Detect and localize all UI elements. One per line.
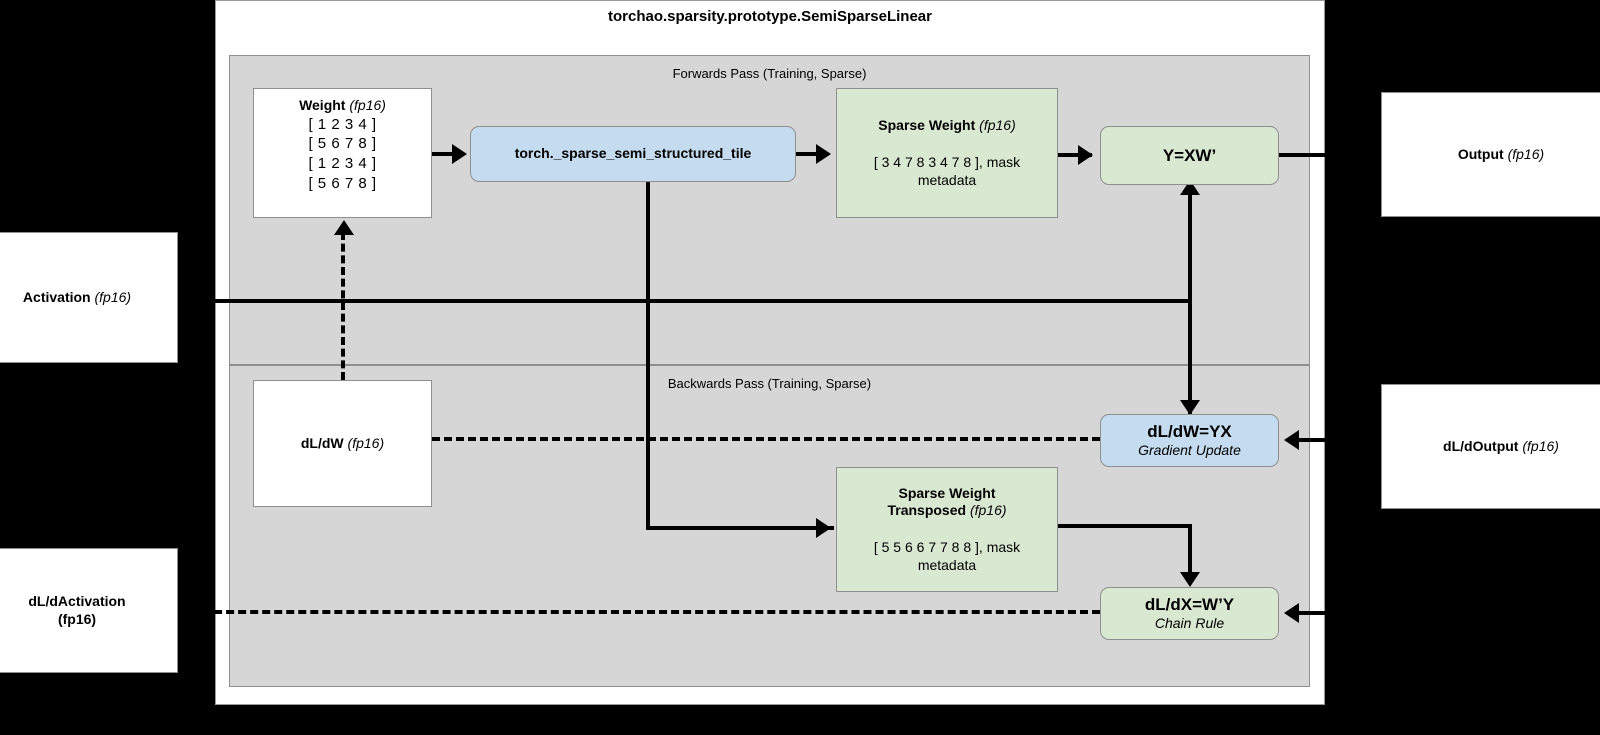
connector-y-to-gradient-update <box>1188 190 1192 414</box>
arrowhead-left-to-chain-rule <box>1284 603 1299 623</box>
connector-dldoutput-to-gradient-update <box>1299 438 1381 442</box>
forwards-pass-label: Forwards Pass (Training, Sparse) <box>672 66 867 81</box>
dldactivation-dtype: (fp16) <box>57 610 97 627</box>
chain-rule-label: dL/dX=W’Y <box>1144 595 1235 615</box>
connector-dldoutput-to-chain-rule <box>1299 611 1381 615</box>
connector-tile-to-sparse-weight <box>796 152 828 156</box>
sparse-weight-node[interactable]: Sparse Weight (fp16) [ 3 4 7 8 3 4 7 8 ]… <box>836 88 1058 218</box>
sparse-semi-structured-tile-node[interactable]: torch._sparse_semi_structured_tile <box>470 126 796 182</box>
arrowhead-tile-to-sparse-weight <box>816 144 831 164</box>
sparse-weight-transposed-node[interactable]: Sparse Weight Transposed (fp16) [ 5 5 6 … <box>836 467 1058 592</box>
connector-gradient-update-to-dldw <box>432 437 1100 441</box>
arrowhead-to-sparse-weight-transposed <box>816 518 831 538</box>
connector-tile-drop <box>646 182 650 530</box>
connector-dldw-to-weight <box>341 232 345 380</box>
arrowhead-left-to-gradient-update <box>1284 430 1299 450</box>
connector-weight-to-tile <box>432 152 462 156</box>
spwt-values-2: metadata <box>917 557 977 573</box>
chain-rule-caption: Chain Rule <box>1154 615 1225 632</box>
output-node[interactable]: Output (fp16) <box>1381 92 1600 217</box>
dldoutput-title: dL/dOutput (fp16) <box>1443 437 1559 454</box>
weight-row-1: [ 5 6 7 8 ] <box>308 135 377 153</box>
gradient-update-node[interactable]: dL/dW=YX Gradient Update <box>1100 414 1279 467</box>
y-equals-xw-node[interactable]: Y=XW’ <box>1100 126 1279 185</box>
dldw-node[interactable]: dL/dW (fp16) <box>253 380 432 507</box>
page-title: torchao.sparsity.prototype.SemiSparseLin… <box>608 8 932 25</box>
gradient-update-caption: Gradient Update <box>1138 442 1241 459</box>
dldactivation-node[interactable]: dL/dActivation (fp16) <box>0 548 178 673</box>
arrowhead-down-to-gradient-update <box>1180 400 1200 415</box>
weight-row-3: [ 5 6 7 8 ] <box>308 174 377 192</box>
dldw-title: dL/dW (fp16) <box>300 434 385 451</box>
spwt-values: [ 5 5 6 6 7 7 8 8 ], mask <box>873 538 1021 555</box>
activation-title: Activation (fp16) <box>22 288 132 305</box>
backwards-pass-label: Backwards Pass (Training, Sparse) <box>667 376 872 391</box>
connector-activation-bus <box>178 299 1192 303</box>
tile-label: torch._sparse_semi_structured_tile <box>514 145 752 162</box>
activation-node[interactable]: Activation (fp16) <box>0 232 178 363</box>
connector-spwt-right <box>1058 524 1192 528</box>
sparse-weight-values-2: metadata <box>917 171 977 188</box>
spwt-title-2: Transposed (fp16) <box>887 502 1007 519</box>
weight-node[interactable]: Weight (fp16) [ 1 2 3 4 ] [ 5 6 7 8 ] [ … <box>253 88 432 218</box>
sparse-weight-title: Sparse Weight (fp16) <box>878 117 1016 134</box>
connector-sparse-weight-to-y <box>1058 153 1092 157</box>
arrowhead-weight-to-tile <box>452 144 467 164</box>
gradient-update-label: dL/dW=YX <box>1147 422 1232 442</box>
arrowhead-up-to-weight <box>334 220 354 235</box>
arrowhead-sparse-weight-to-y <box>1078 145 1093 165</box>
weight-row-0: [ 1 2 3 4 ] <box>308 115 377 133</box>
connector-chain-rule-to-dldactivation <box>178 610 1100 614</box>
arrowhead-down-to-chain-rule <box>1180 572 1200 587</box>
weight-title: Weight (fp16) <box>299 97 386 113</box>
connector-tile-to-sparse-weight-transposed <box>646 526 834 530</box>
sparse-weight-values: [ 3 4 7 8 3 4 7 8 ], mask <box>873 153 1021 170</box>
dldoutput-node[interactable]: dL/dOutput (fp16) <box>1381 384 1600 509</box>
connector-spwt-down <box>1188 524 1192 574</box>
output-title: Output (fp16) <box>1457 145 1545 162</box>
chain-rule-node[interactable]: dL/dX=W’Y Chain Rule <box>1100 587 1279 640</box>
dldactivation-title: dL/dActivation <box>28 593 126 609</box>
connector-y-to-output <box>1279 153 1381 157</box>
y-label: Y=XW’ <box>1162 145 1217 165</box>
weight-row-2: [ 1 2 3 4 ] <box>308 155 377 173</box>
spwt-title-1: Sparse Weight <box>898 484 996 501</box>
